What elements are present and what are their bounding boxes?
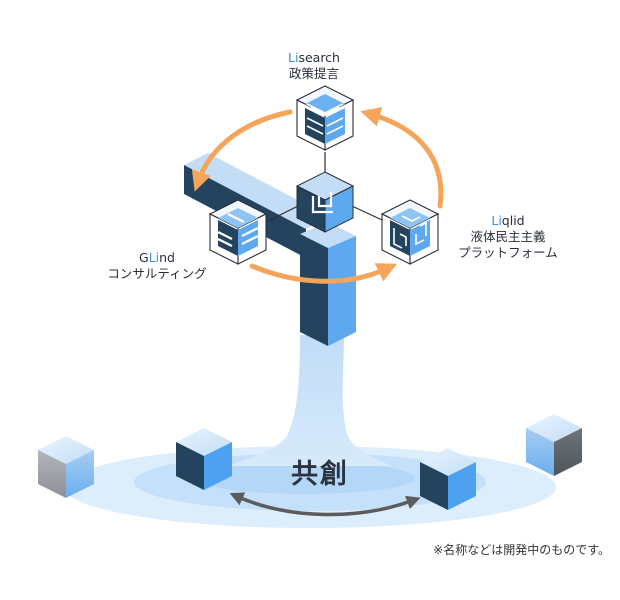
label-glind: GLind コンサルティング: [92, 250, 222, 282]
ground-cube-far-right: [526, 414, 582, 476]
glind-name: GLind: [139, 250, 175, 265]
liqlid-subtitle-line1: 液体民主主義: [470, 229, 546, 244]
ground-cube-far-left: [38, 436, 94, 498]
ground-cube-right: [420, 448, 476, 510]
connector-lines: [265, 152, 383, 223]
center-cube: [295, 171, 355, 233]
cycle-arrow-icon: [191, 107, 444, 284]
lisearch-cube: [295, 85, 355, 151]
lisearch-subtitle: 政策提言: [288, 66, 339, 81]
center-logo-icon: [311, 192, 333, 214]
label-liqlid: Liqlid 液体民主主義 プラットフォーム: [440, 213, 576, 261]
liqlid-name: Liqlid: [491, 213, 525, 228]
ground-cube-left: [176, 428, 232, 490]
glind-cube: [208, 199, 268, 265]
liqlid-cube: [380, 199, 440, 265]
lisearch-name: Lisearch: [288, 50, 340, 65]
footnote: ※名称などは開発中のものです。: [433, 543, 610, 557]
center-label: 共創: [291, 459, 349, 490]
stream: [230, 335, 392, 466]
glind-subtitle: コンサルティング: [107, 266, 207, 281]
liqlid-subtitle-line2: プラットフォーム: [458, 245, 558, 260]
label-lisearch: Lisearch 政策提言: [276, 50, 352, 82]
double-arrow-icon: [229, 492, 421, 517]
